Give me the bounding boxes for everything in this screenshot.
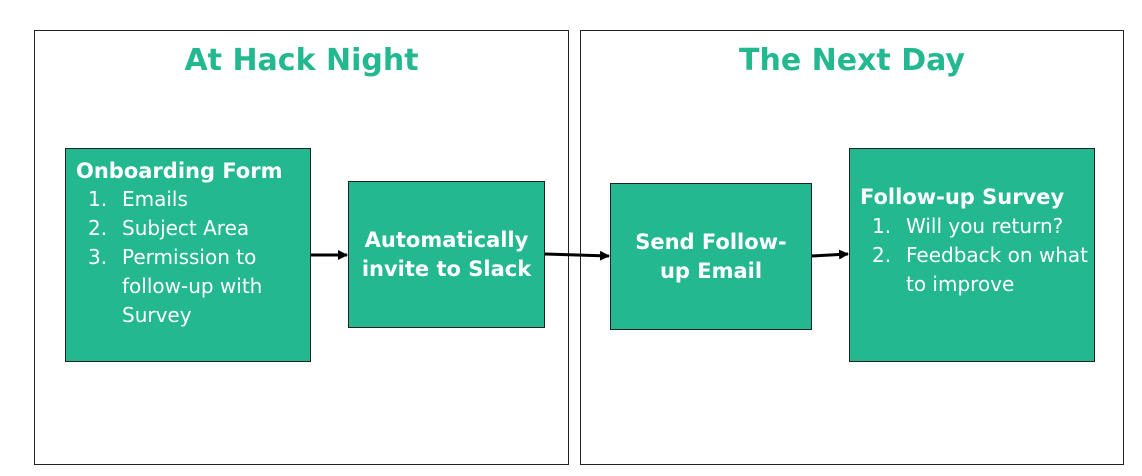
list-item-number: 3.: [88, 245, 108, 269]
list-item-text: Feedback on what to improve: [906, 243, 1089, 296]
list-item-text: Permission to follow-up with Survey: [122, 245, 263, 327]
onboarding-form-box: Onboarding Form 1. Emails 2. Subject Are…: [65, 148, 311, 362]
follow-up-survey-list: 1. Will you return? 2. Feedback on what …: [860, 212, 1088, 299]
follow-up-email-box: Send Follow-up Email: [610, 183, 812, 330]
list-item-text: Emails: [122, 187, 188, 211]
follow-up-survey-title: Follow-up Survey: [860, 185, 1065, 209]
list-item: 1. Emails: [76, 185, 304, 214]
next-day-title: The Next Day: [739, 43, 965, 78]
arrow-email-to-survey: [811, 249, 849, 260]
slack-invite-box: Automatically invite to Slack: [348, 181, 545, 328]
list-item: 3. Permission to follow-up with Survey: [76, 243, 304, 330]
list-item-text: Will you return?: [906, 214, 1064, 238]
list-item: 2. Feedback on what to improve: [860, 241, 1088, 299]
list-item-number: 2.: [88, 216, 108, 240]
arrow-slack-to-email: [544, 250, 610, 261]
follow-up-email-title: Send Follow-up Email: [635, 229, 787, 283]
list-item: 1. Will you return?: [860, 212, 1088, 241]
list-item-number: 1.: [88, 187, 108, 211]
list-item: 2. Subject Area: [76, 214, 304, 243]
onboarding-form-list: 1. Emails 2. Subject Area 3. Permission …: [76, 185, 304, 330]
list-item-text: Subject Area: [122, 216, 250, 240]
list-item-number: 2.: [872, 243, 892, 267]
hack-night-title: At Hack Night: [184, 43, 419, 78]
onboarding-form-title: Onboarding Form: [76, 159, 283, 183]
follow-up-survey-box: Follow-up Survey 1. Will you return? 2. …: [849, 148, 1095, 362]
list-item-number: 1.: [872, 214, 892, 238]
slack-invite-title: Automatically invite to Slack: [361, 227, 532, 281]
